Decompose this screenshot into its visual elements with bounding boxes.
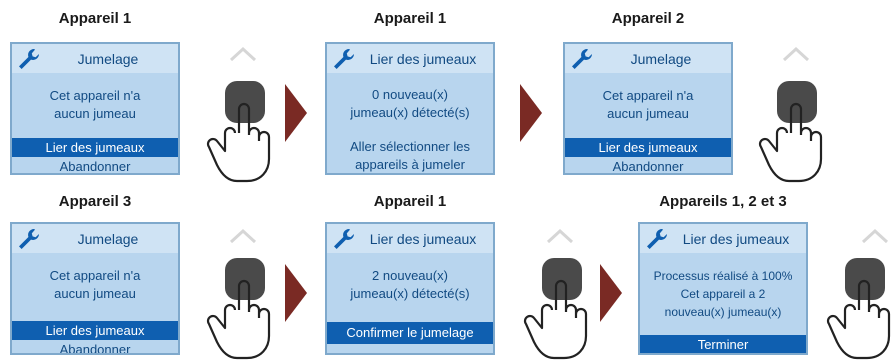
panel-title: Appareils 1, 2 et 3 [659,193,787,210]
chevron-up-icon[interactable] [228,46,258,62]
message-line: 2 nouveau(x) [372,268,448,283]
message-line: jumeau(x) détecté(s) [350,286,470,301]
panel-title: Appareil 1 [373,10,447,27]
wrench-icon [647,228,667,249]
next-arrow-icon [600,264,622,322]
message-line: aucun jumeau [54,106,136,121]
screen-header-title: Lier des jumeaux [369,230,477,247]
wrench-icon [334,228,354,249]
message-line: nouveau(x) jumeau(x) [664,305,782,319]
panel-title: Appareil 1 [58,10,132,27]
next-arrow-icon [285,264,307,322]
screen-header-title: Jumelage [77,50,139,67]
screen-header-title: Jumelage [630,50,692,67]
option-terminer[interactable]: Terminer [640,335,806,353]
wrench-icon [19,48,39,69]
option-lier-des-jumeaux[interactable]: Lier des jumeaux [12,321,178,340]
chevron-up-icon[interactable] [781,46,811,62]
screen-header: Jumelage [12,44,178,73]
message-line: Cet appareil n'a [49,88,141,103]
chevron-up-icon[interactable] [545,228,575,244]
hand-press-icon [523,258,588,360]
device-screen: Jumelage Cet appareil n'a aucun jumeau L… [10,222,180,355]
message-line: 0 nouveau(x) [372,87,448,102]
message-line: Cet appareil n'a [49,268,141,283]
option-lier-des-jumeaux[interactable]: Lier des jumeaux [565,138,731,157]
hand-press-icon [758,81,823,183]
message-line: Cet appareil a 2 [680,287,766,301]
screen-header: Jumelage [565,44,731,73]
screen-header-title: Lier des jumeaux [369,50,477,67]
device-screen: Lier des jumeaux 0 nouveau(x) jumeau(x) … [325,42,495,175]
wrench-icon [19,228,39,249]
wrench-icon [572,48,592,69]
option-lier-des-jumeaux[interactable]: Lier des jumeaux [12,138,178,157]
screen-header-title: Jumelage [77,230,139,247]
message-line: aucun jumeau [54,286,136,301]
hand-press-icon [206,258,271,360]
panel-title: Appareil 1 [373,193,447,210]
screen-header: Lier des jumeaux [327,224,493,253]
panel-title: Appareil 2 [611,10,685,27]
chevron-up-icon[interactable] [228,228,258,244]
message-line: appareils à jumeler [355,157,465,172]
device-screen: Lier des jumeaux 2 nouveau(x) jumeau(x) … [325,222,495,355]
screen-header: Lier des jumeaux [640,224,806,253]
wrench-icon [334,48,354,69]
option-abandonner[interactable]: Abandonner [612,159,684,174]
option-abandonner[interactable]: Abandonner [59,342,131,355]
message-line: aucun jumeau [607,106,689,121]
message-line: Cet appareil n'a [602,88,694,103]
chevron-up-icon[interactable] [860,228,890,244]
message-line: Processus réalisé à 100% [653,269,793,283]
screen-header: Jumelage [12,224,178,253]
panel-title: Appareil 3 [58,193,132,210]
hand-press-icon [206,81,271,183]
next-arrow-icon [285,84,307,142]
message-line: Aller sélectionner les [350,139,470,154]
device-screen: Jumelage Cet appareil n'a aucun jumeau L… [563,42,733,175]
next-arrow-icon [520,84,542,142]
device-screen: Jumelage Cet appareil n'a aucun jumeau L… [10,42,180,175]
option-abandonner[interactable]: Abandonner [59,159,131,174]
option-confirmer-le-jumelage[interactable]: Confirmer le jumelage [327,322,493,344]
hand-press-icon [826,258,891,360]
message-line: jumeau(x) détecté(s) [350,105,470,120]
screen-header-title: Lier des jumeaux [682,230,790,247]
device-screen: Lier des jumeaux Processus réalisé à 100… [638,222,808,355]
screen-header: Lier des jumeaux [327,44,493,73]
